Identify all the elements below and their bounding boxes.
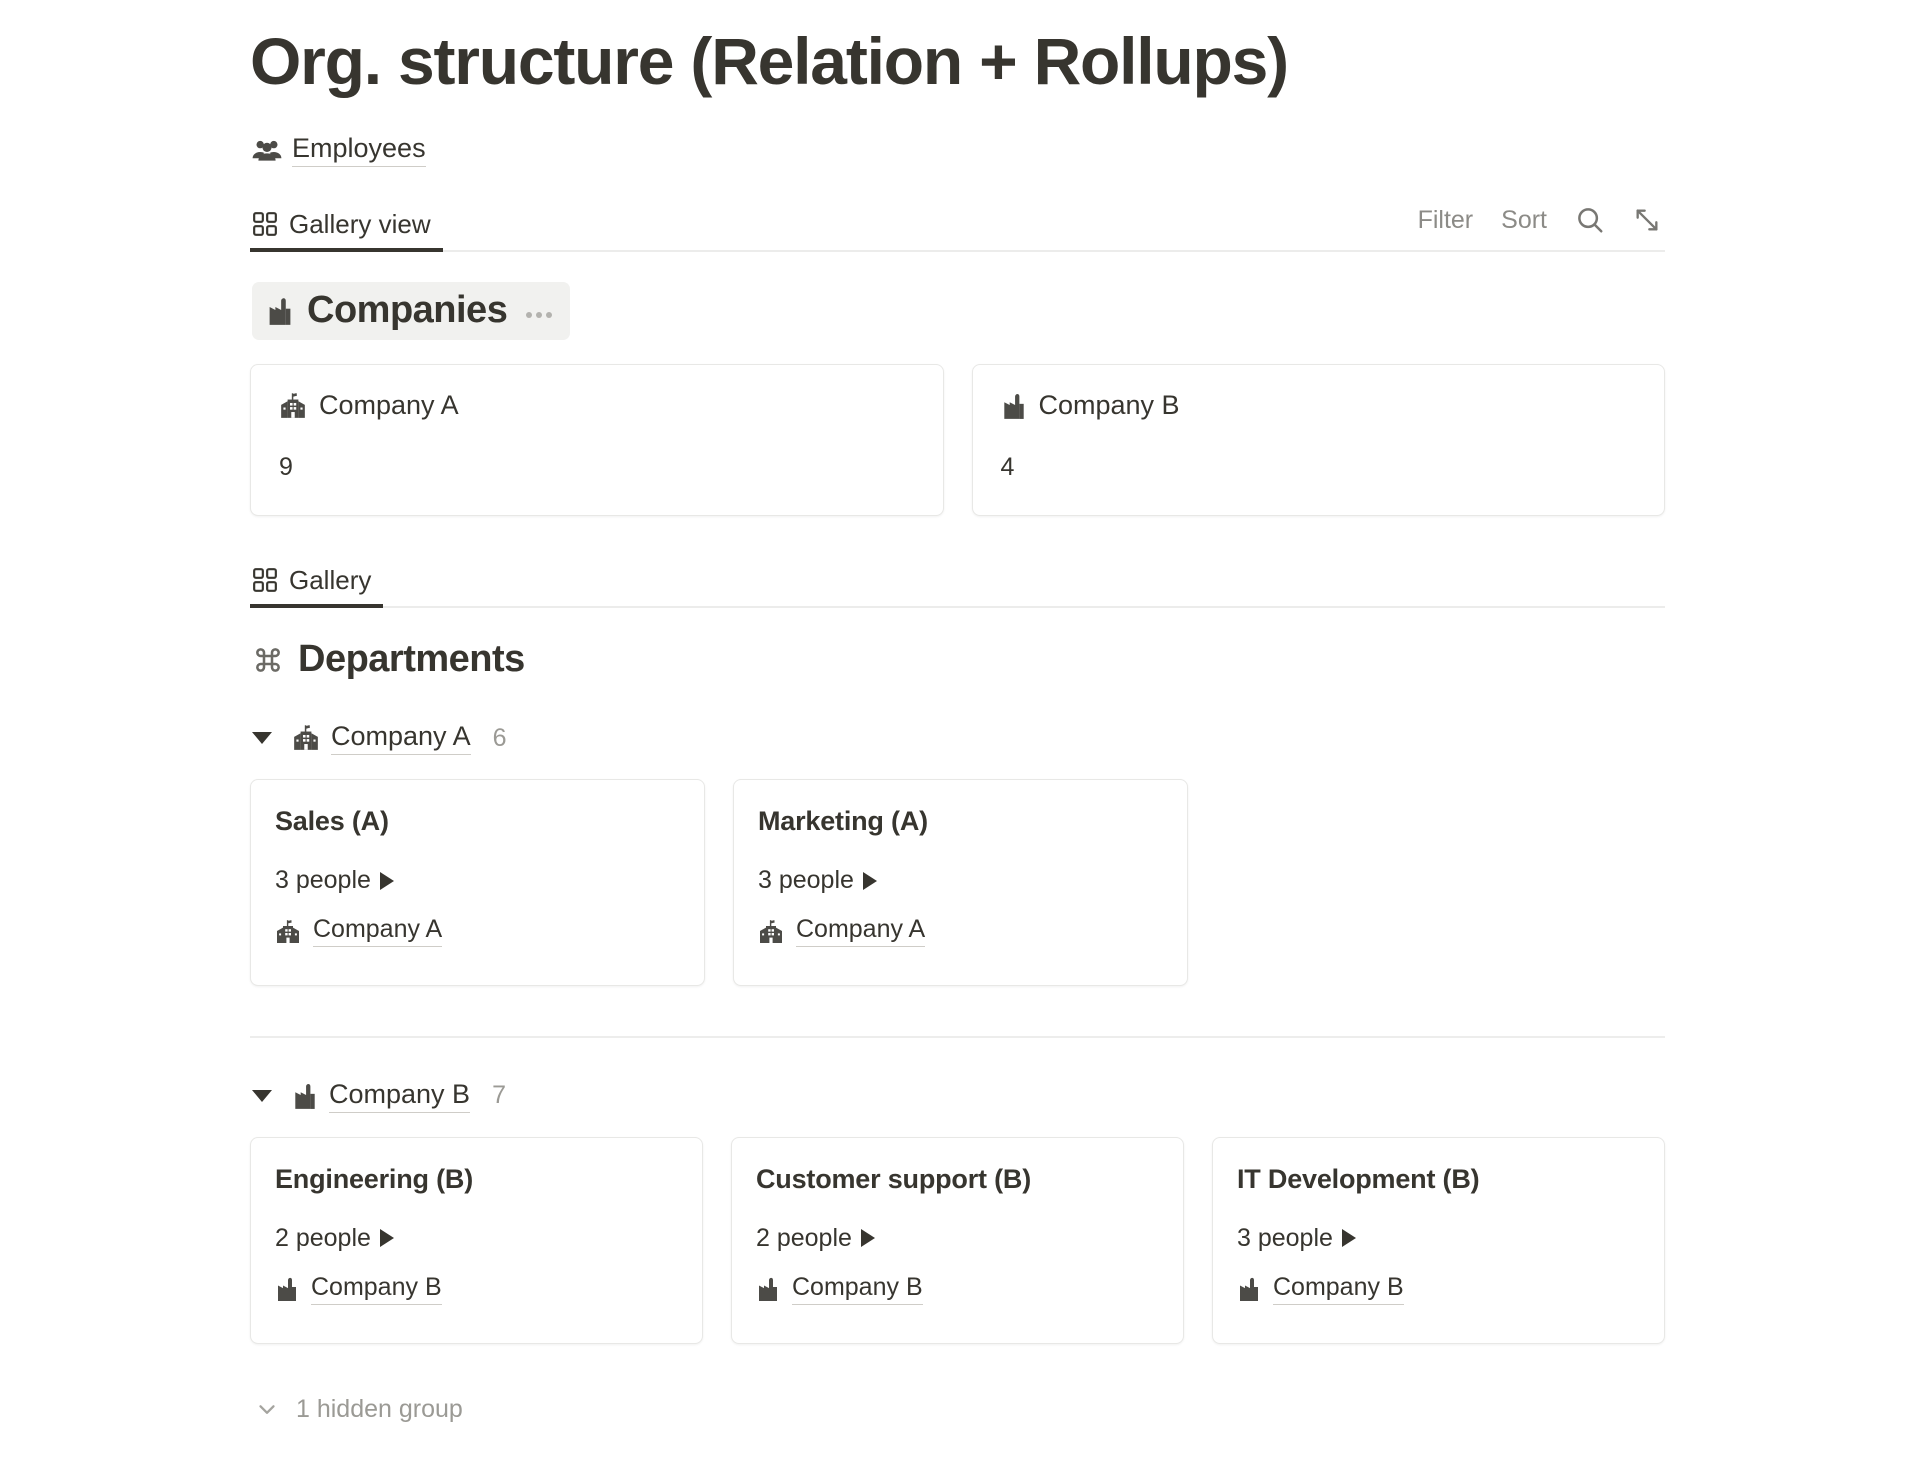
company-card-head: Company B [1001, 391, 1637, 421]
company-card-name: Company B [1038, 390, 1180, 421]
department-card[interactable]: Engineering (B) 2 people Company B [250, 1136, 703, 1344]
breadcrumb-employees-link[interactable]: Employees [252, 133, 426, 167]
section-title-companies: Companies [307, 289, 508, 332]
group-divider [250, 1035, 1665, 1038]
department-card-people-label: 3 people [1237, 1223, 1333, 1252]
department-card[interactable]: Marketing (A) 3 people [733, 778, 1188, 986]
play-triangle-icon [1341, 1229, 1356, 1248]
people-group-icon [252, 137, 282, 163]
department-card-relation-label: Company A [313, 916, 443, 947]
breadcrumb-label: Employees [292, 133, 426, 167]
gallery-grid-icon [252, 567, 278, 593]
company-card-count: 9 [279, 452, 293, 481]
department-card-relation[interactable]: Company A [275, 916, 680, 947]
factory-icon [266, 296, 294, 326]
caret-down-icon[interactable] [252, 1090, 280, 1103]
department-card-people-label: 3 people [758, 865, 854, 894]
department-card-relation[interactable]: Company B [756, 1274, 1159, 1305]
play-triangle-icon [860, 1229, 875, 1248]
play-triangle-icon [379, 1229, 394, 1248]
group-count: 7 [492, 1081, 506, 1110]
group-count: 6 [492, 723, 507, 752]
filter-button[interactable]: Filter [1417, 205, 1474, 234]
expand-diagonal-icon[interactable] [1633, 206, 1661, 234]
department-card-relation[interactable]: Company B [275, 1274, 678, 1305]
company-card-count: 4 [1000, 452, 1015, 481]
group-header-company-b[interactable]: Company B 7 [252, 1079, 1665, 1113]
view-toolbar-primary: Gallery view Filter Sort [250, 196, 1665, 253]
group-name-link[interactable]: Company B [329, 1079, 471, 1113]
department-card-title: Customer support (B) [756, 1163, 1031, 1194]
search-icon[interactable] [1575, 205, 1605, 235]
ellipsis-icon[interactable] [526, 312, 553, 319]
department-card-relation[interactable]: Company A [758, 916, 1163, 947]
department-card-people[interactable]: 3 people [758, 865, 1163, 895]
school-building-icon [292, 724, 320, 752]
tab-gallery-view[interactable]: Gallery view [250, 196, 443, 253]
department-card-relation[interactable]: Company B [1237, 1274, 1640, 1305]
factory-icon [292, 1082, 318, 1110]
school-building-icon [275, 919, 301, 945]
department-card-people[interactable]: 3 people [275, 865, 680, 895]
hidden-group-toggle[interactable]: 1 hidden group [254, 1394, 463, 1424]
factory-icon [1237, 1276, 1261, 1302]
department-card[interactable]: Sales (A) 3 people [250, 778, 705, 986]
factory-icon [756, 1276, 780, 1302]
tab-gallery-view-label: Gallery view [289, 209, 431, 240]
department-card[interactable]: Customer support (B) 2 people Company B [731, 1136, 1184, 1344]
department-card-relation-label: Company B [1273, 1274, 1404, 1305]
factory-icon [1001, 392, 1027, 420]
sort-button[interactable]: Sort [1501, 205, 1547, 234]
company-card-name: Company A [319, 390, 459, 421]
department-card-relation-label: Company B [792, 1274, 923, 1305]
school-building-icon [758, 919, 784, 945]
caret-down-icon[interactable] [252, 732, 280, 745]
departments-card-row-company-a: Sales (A) 3 people [250, 778, 1665, 986]
department-card-relation-label: Company B [311, 1274, 442, 1305]
company-card[interactable]: Company A 9 [250, 364, 944, 517]
group-header-company-a[interactable]: Company A 6 [252, 721, 1665, 755]
play-triangle-icon [379, 871, 394, 890]
department-card-people-label: 3 people [275, 865, 371, 894]
tab-gallery[interactable]: Gallery [250, 552, 384, 609]
group-name-link[interactable]: Company A [331, 721, 471, 755]
department-card-title: Engineering (B) [275, 1163, 473, 1194]
department-card-people[interactable]: 3 people [1237, 1223, 1640, 1253]
departments-card-row-company-b: Engineering (B) 2 people Company B [250, 1136, 1665, 1344]
company-card-head: Company A [279, 391, 915, 421]
department-card-people-label: 2 people [275, 1223, 371, 1252]
companies-card-row: Company A 9 Company B 4 [250, 364, 1665, 517]
chevron-down-icon [254, 1396, 280, 1422]
command-icon [252, 644, 284, 676]
page-content: Org. structure (Relation + Rollups) Empl… [250, 0, 1665, 1427]
section-title-departments: Departments [298, 638, 525, 681]
department-card-people-label: 2 people [756, 1223, 852, 1252]
play-triangle-icon [862, 871, 877, 890]
company-card[interactable]: Company B 4 [971, 364, 1665, 517]
department-card-people[interactable]: 2 people [275, 1223, 678, 1253]
section-header-departments: Departments [252, 638, 1665, 681]
toolbar-actions: Filter Sort [1418, 196, 1661, 244]
factory-icon [275, 1276, 299, 1302]
department-card-title: IT Development (B) [1237, 1163, 1480, 1194]
department-card-title: Sales (A) [275, 805, 389, 836]
gallery-grid-icon [252, 211, 278, 237]
department-card-people[interactable]: 2 people [756, 1223, 1159, 1253]
section-header-companies[interactable]: Companies [252, 282, 571, 341]
tab-gallery-label: Gallery [289, 565, 372, 596]
department-card-title: Marketing (A) [758, 805, 928, 836]
hidden-group-label: 1 hidden group [296, 1394, 463, 1423]
department-card[interactable]: IT Development (B) 3 people Company B [1212, 1136, 1665, 1344]
page-title: Org. structure (Relation + Rollups) [250, 24, 1289, 98]
view-toolbar-secondary: Gallery [250, 552, 1665, 609]
school-building-icon [279, 392, 307, 420]
department-card-relation-label: Company A [796, 916, 926, 947]
